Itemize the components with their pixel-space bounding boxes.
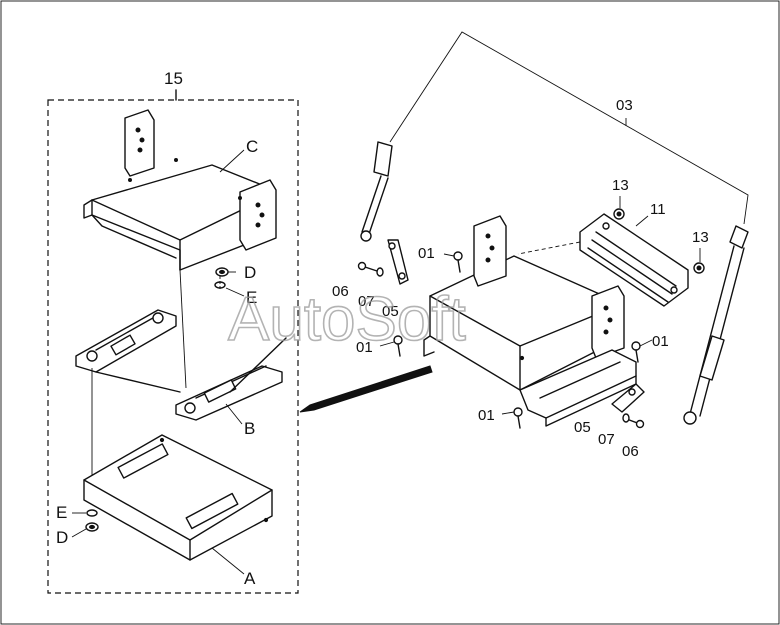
label-07-left: 07	[358, 293, 375, 310]
part-a-base-plate	[83, 434, 273, 561]
label-e-top: E	[246, 288, 257, 307]
part-11-cover-plate	[517, 213, 689, 307]
label-01-bottom: 01	[478, 407, 495, 424]
label-15: 15	[164, 69, 183, 88]
label-e-bottom: E	[56, 503, 67, 522]
label-07-right: 07	[598, 431, 615, 448]
label-13-right: 13	[692, 229, 709, 246]
label-03: 03	[616, 97, 633, 114]
leader-03	[389, 31, 749, 225]
label-01-right: 01	[652, 333, 669, 350]
label-b: B	[244, 419, 255, 438]
part-c-upper-bracket	[83, 109, 277, 271]
part-b-seat-rails	[75, 309, 287, 421]
washer-nut-top	[214, 267, 229, 290]
bolt-01-mid	[393, 335, 403, 357]
gas-strut-right	[683, 225, 749, 425]
washer-07-left	[376, 267, 384, 277]
pointer-arrow	[299, 365, 433, 413]
label-c: C	[246, 137, 258, 156]
assembly-15-dashed-box	[47, 99, 299, 594]
label-d-top: D	[244, 263, 256, 282]
label-06-right: 06	[622, 443, 639, 460]
label-13-left: 13	[612, 177, 629, 194]
bolt-01-top	[453, 251, 463, 273]
washer-07-right	[622, 413, 630, 423]
bolt-13-right	[693, 262, 705, 274]
assembly-15-group	[47, 89, 299, 594]
bolt-01-bottom	[513, 407, 523, 429]
bolt-13-left	[613, 208, 625, 220]
label-d-bottom: D	[56, 528, 68, 547]
watermark-text: AutoSoft	[228, 285, 466, 354]
label-01-top: 01	[418, 245, 435, 262]
gas-strut-left	[360, 141, 393, 242]
label-01-mid: 01	[356, 339, 373, 356]
label-05-left: 05	[382, 303, 399, 320]
label-05-right: 05	[574, 419, 591, 436]
label-11: 11	[650, 201, 666, 218]
seat-mount-assembly	[357, 31, 749, 429]
bracket-05-right	[611, 383, 645, 413]
bracket-05-left	[387, 239, 409, 285]
label-a: A	[244, 569, 256, 588]
label-06-left: 06	[332, 283, 349, 300]
leader-c-to-b	[179, 269, 187, 389]
washer-nut-bottom	[85, 509, 99, 532]
seat-mount-box	[423, 215, 637, 427]
bolt-01-right	[631, 341, 641, 363]
